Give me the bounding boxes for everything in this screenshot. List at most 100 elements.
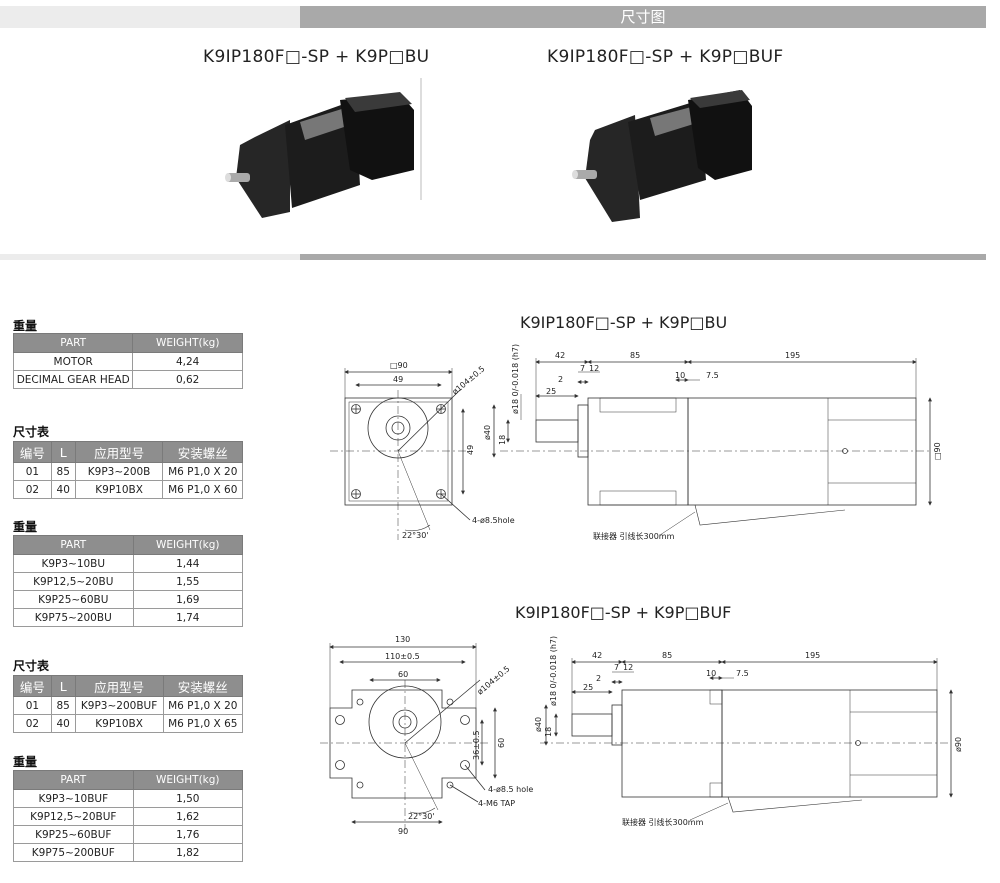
table-cell: K9P3~200B — [74, 462, 164, 481]
dim-label: 2 — [558, 375, 563, 384]
page-title: 尺寸图 — [300, 6, 986, 28]
shaft-end — [572, 170, 578, 179]
dim-label: □90 — [933, 442, 942, 460]
dim-label: 60 — [398, 670, 408, 679]
product-title-2: K9IP180F□-SP + K9P□BUF — [547, 47, 784, 67]
dim-label: ø18 0/-0.018 (h7) — [549, 636, 558, 706]
cable-line — [694, 504, 846, 526]
col-header-screw: 安装螺丝 — [162, 441, 243, 463]
side-view-2 — [540, 658, 953, 821]
dim-label: 195 — [785, 351, 800, 360]
tap-hole — [356, 698, 364, 706]
col-header-weight: WEIGHT(kg) — [132, 770, 244, 790]
motor-top-face — [690, 90, 750, 108]
front-view-2 — [320, 643, 497, 830]
col-header-model: 应用型号 — [74, 441, 164, 463]
gear-head-rib — [599, 397, 677, 413]
mount-hole — [335, 715, 345, 725]
dim-label: 60 — [497, 738, 506, 748]
dim-label: 10 — [706, 669, 716, 678]
dim-label: ø40 — [534, 717, 543, 732]
mount-hole — [460, 760, 470, 770]
dim-label: ø18 0/-0.018 (h7) — [511, 344, 520, 414]
dim-label: 36±0.5 — [472, 730, 481, 760]
table-cell: 4,24 — [132, 352, 243, 371]
dim-label: 18 — [544, 727, 553, 737]
dim-label: 4-ø8.5hole — [472, 516, 515, 525]
flange-outline — [329, 689, 477, 799]
output-shaft — [571, 713, 613, 737]
dim-label: 22°30' — [402, 531, 429, 540]
col-header-screw: 安装螺丝 — [162, 675, 244, 697]
col-header-weight: WEIGHT(kg) — [132, 333, 243, 353]
product-title-1: K9IP180F□-SP + K9P□BU — [203, 47, 430, 67]
motor-fan-cover — [340, 94, 414, 180]
shaft-collar — [611, 704, 623, 746]
dim-label: 85 — [630, 351, 640, 360]
table-cell: K9P10BX — [74, 714, 164, 733]
col-header-no: 编号 — [13, 675, 52, 697]
gear-head-flange — [236, 120, 290, 218]
motor-fan-cover — [688, 90, 752, 180]
drawing-title-1: K9IP180F□-SP + K9P□BU — [520, 313, 728, 332]
gear-head-rib — [599, 490, 677, 506]
front-view-1 — [330, 368, 471, 540]
cable-note: 联接器 引线长300mm — [593, 531, 675, 541]
leader-104 — [397, 389, 461, 452]
table-cell: K9P10BX — [74, 480, 164, 499]
dim-label: 130 — [395, 635, 410, 644]
dim-label: 12 — [589, 364, 599, 373]
dim-label: 18 — [498, 435, 507, 445]
front-view-2-labels: 130 110±0.5 60 ø104±0.5 36±0.5 60 4-ø8.5… — [385, 635, 533, 836]
output-shaft — [226, 173, 250, 182]
dim-label: 2 — [596, 674, 601, 683]
table-cell: K9P75~200BUF — [13, 843, 134, 862]
divider-left — [0, 254, 300, 260]
dim-label: □90 — [390, 361, 408, 370]
cable-note: 联接器 引线长300mm — [622, 817, 704, 827]
dim-label: 42 — [555, 351, 565, 360]
mount-hole — [460, 715, 470, 725]
tap-hole — [446, 698, 454, 706]
table-cell: 0,62 — [132, 370, 243, 389]
weight-label-1: 重量 — [13, 319, 38, 333]
output-shaft — [535, 419, 579, 443]
dim-label: 7.5 — [706, 371, 719, 380]
motor-photo-1 — [225, 92, 414, 218]
drawing-title-2: K9IP180F□-SP + K9P□BUF — [515, 603, 732, 622]
mount-hole — [436, 404, 446, 414]
gear-head-body — [621, 689, 723, 798]
leader-holes — [440, 493, 471, 521]
dim-label: 49 — [393, 375, 403, 384]
header-left-bar — [0, 6, 300, 28]
dim-label-1: 尺寸表 — [13, 425, 50, 439]
dim-label: 25 — [546, 387, 556, 396]
col-header-model: 应用型号 — [74, 675, 164, 697]
header-band: 尺寸图 — [0, 0, 1000, 32]
flange-inner-edge — [348, 401, 449, 502]
motor-label — [300, 108, 350, 140]
motor-label — [650, 106, 700, 136]
table-cell: 1,82 — [132, 843, 244, 862]
motor-top-face — [345, 92, 412, 112]
dim-label: 42 — [592, 651, 602, 660]
dim-label: 7.5 — [736, 669, 749, 678]
dim-label: 22°30' — [408, 812, 435, 821]
gear-head-rib — [709, 782, 723, 798]
table-cell: M6 P1,0 X 60 — [162, 480, 243, 499]
